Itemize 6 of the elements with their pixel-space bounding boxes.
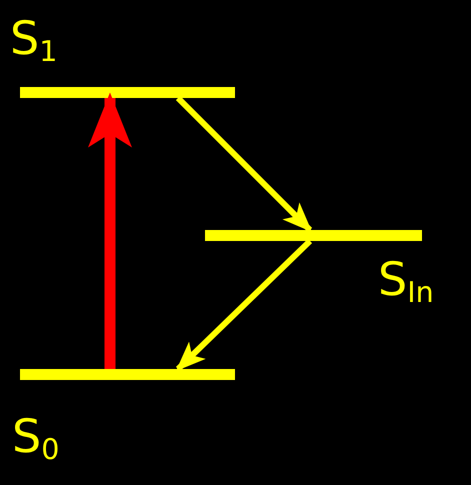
state-label: S$_{0}$ — [12, 413, 60, 465]
transition-arrow — [88, 92, 132, 369]
state-label: S$_{1}$ — [10, 15, 58, 67]
state-label: S$_{In}$ — [378, 256, 434, 308]
transition-arrow — [176, 96, 312, 232]
transition-arrow — [176, 238, 312, 372]
